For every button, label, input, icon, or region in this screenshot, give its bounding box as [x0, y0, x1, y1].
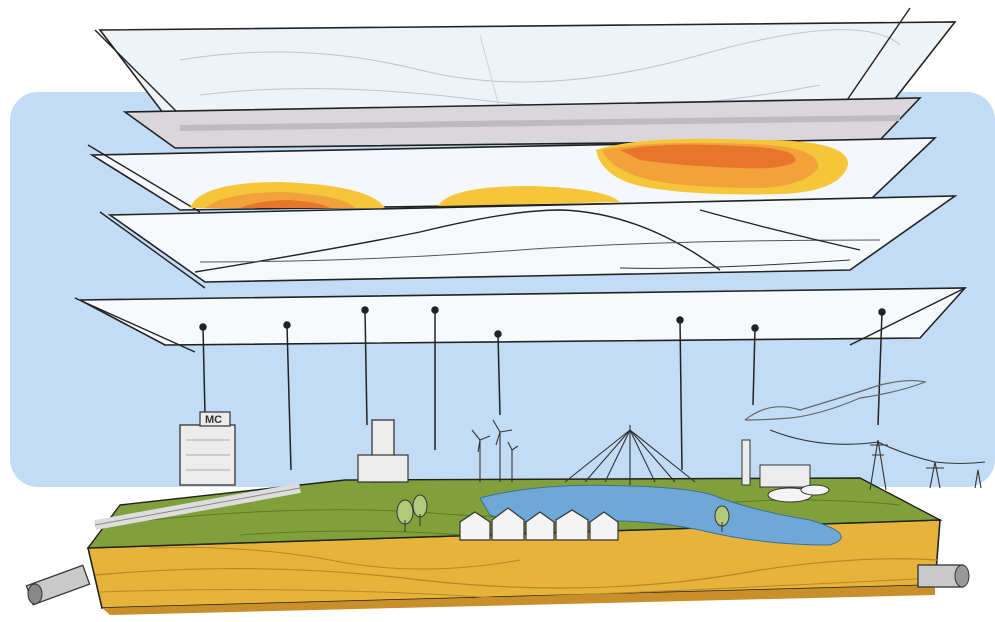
wind-layer — [99, 195, 958, 289]
power-lines — [769, 429, 986, 491]
factory — [741, 379, 927, 503]
houses — [459, 507, 619, 541]
sensor-poles — [199, 306, 886, 471]
pipe-left — [25, 564, 91, 606]
trees — [396, 494, 730, 532]
ground-block — [86, 477, 943, 615]
heat-layer — [87, 137, 938, 213]
office-building: MC — [179, 411, 236, 486]
pipe-right — [917, 564, 970, 588]
building-sign: MC — [205, 414, 222, 426]
wind-turbines — [471, 419, 519, 482]
sensor-layer — [74, 287, 967, 353]
tower-building — [357, 419, 409, 483]
heat-blob-middle — [438, 186, 620, 206]
map-layer — [94, 7, 957, 126]
cloud-layer — [122, 97, 922, 149]
bridge — [564, 425, 696, 485]
